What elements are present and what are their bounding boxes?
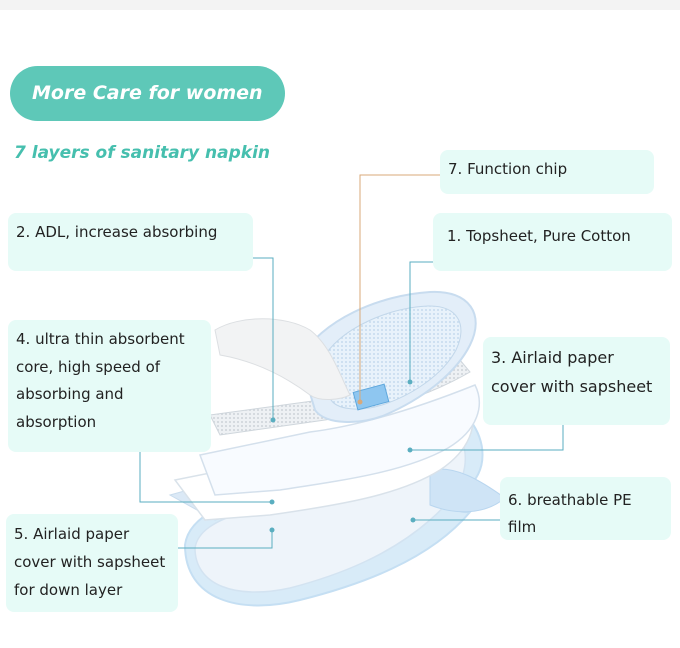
callout-function-chip: 7. Function chip — [440, 150, 654, 194]
callout-core: 4. ultra thin absorbent core, high speed… — [8, 320, 211, 452]
callout-airlaid-down-text: 5. Airlaid paper cover with sapsheet for… — [14, 525, 166, 599]
callout-function-chip-text: 7. Function chip — [448, 160, 568, 178]
callout-pe-film-text: 6. breathable PE film — [508, 491, 632, 536]
callout-airlaid-top-text: 3. Airlaid paper cover with sapsheet — [491, 348, 653, 396]
callout-topsheet-text: 1. Topsheet, Pure Cotton — [447, 227, 631, 245]
peeled-flap — [214, 318, 351, 400]
chip-leader-line — [359, 174, 440, 402]
page-subtitle: 7 layers of sanitary napkin — [14, 143, 271, 163]
callout-airlaid-down: 5. Airlaid paper cover with sapsheet for… — [6, 514, 178, 612]
topsheet-inner — [321, 305, 462, 410]
callout-core-text: 4. ultra thin absorbent core, high speed… — [16, 330, 185, 431]
callout-pe-film: 6. breathable PE film — [500, 477, 671, 540]
adl-leader-line — [253, 257, 274, 420]
callout-airlaid-top: 3. Airlaid paper cover with sapsheet — [483, 337, 670, 425]
airlaid-top-leader-line — [410, 425, 564, 451]
callout-adl-text: 2. ADL, increase absorbing — [16, 223, 218, 241]
callout-topsheet: 1. Topsheet, Pure Cotton — [433, 213, 672, 271]
top-divider — [0, 0, 680, 10]
page-title: More Care for women — [10, 66, 285, 121]
callout-adl: 2. ADL, increase absorbing — [8, 213, 253, 271]
core-leader-line — [139, 452, 272, 503]
topsheet-leader-line — [409, 261, 433, 382]
function-chip — [352, 383, 390, 411]
airlaid-down-leader-line — [178, 530, 273, 549]
